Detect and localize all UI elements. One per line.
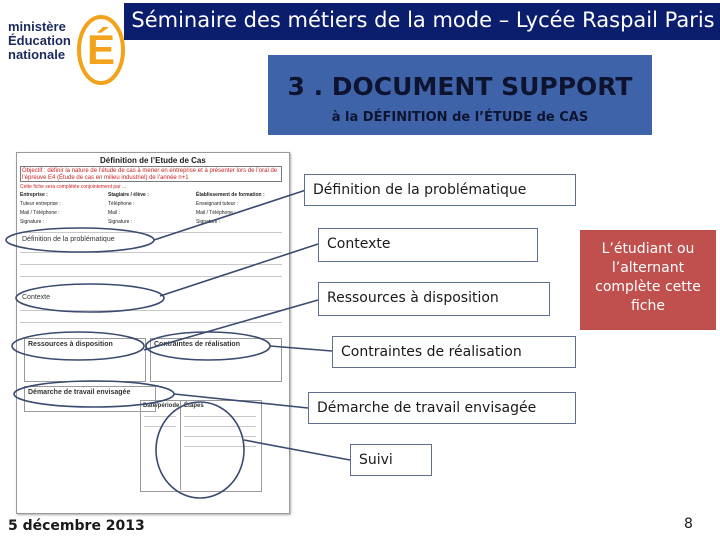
connector-demarche	[173, 393, 309, 409]
form-line	[20, 252, 282, 253]
logo-line: ministère	[8, 19, 66, 34]
section-subtitle: à la DÉFINITION de l’ÉTUDE de CAS	[331, 110, 589, 125]
section-banner	[268, 55, 652, 135]
form-title: Définition de l’Etude de Cas	[100, 156, 206, 165]
form-divider	[20, 232, 282, 233]
logo-letter: É	[87, 26, 115, 73]
footer-date: 5 décembre 2013	[8, 518, 145, 534]
form-label-suivi-steps: Étapes	[184, 403, 204, 409]
form-label-ressources: Ressources à disposition	[28, 341, 113, 348]
section-title: 3 . DOCUMENT SUPPORT	[287, 72, 633, 101]
page-number: 8	[684, 516, 693, 532]
form-line	[184, 416, 256, 417]
form-label-suivi-date: Date/période	[143, 403, 180, 409]
grid-cell: Mail / Téléphone :	[196, 210, 236, 216]
form-line	[20, 322, 282, 323]
highlight-ellipse-contraintes	[145, 331, 271, 361]
grid-cell: Tuteur entreprise :	[20, 201, 61, 207]
callout-suivi: Suivi	[350, 444, 432, 476]
grid-cell: Enseignant tuteur :	[196, 201, 238, 207]
form-box-demarche	[24, 386, 156, 412]
form-line	[20, 310, 282, 311]
grid-header: Établissement de formation :	[196, 192, 265, 198]
form-label-contexte: Contexte	[22, 294, 51, 301]
highlight-ellipse-ressources	[11, 331, 145, 361]
grid-cell: Mail :	[108, 210, 120, 216]
header-band	[124, 3, 720, 40]
education-logo-icon: É	[77, 15, 125, 85]
form-box-contraintes	[150, 338, 282, 382]
grid-cell: Signature :	[20, 219, 45, 225]
grid-cell: Mail / Téléphone :	[20, 210, 60, 216]
form-line	[144, 426, 176, 427]
form-line	[184, 446, 256, 447]
form-line	[144, 416, 176, 417]
form-objective: Objectif : définir la nature de l’étude …	[20, 166, 282, 182]
note-line: complète cette	[595, 279, 701, 295]
logo-line: Éducation	[8, 33, 71, 48]
form-label-contraintes: Contraintes de réalisation	[154, 341, 240, 348]
form-line	[20, 276, 282, 277]
form-line	[184, 436, 256, 437]
highlight-ellipse-contexte	[15, 283, 165, 313]
form-column-divider	[180, 400, 181, 490]
form-label-problematique: Définition de la problématique	[22, 236, 115, 243]
student-note: L’étudiant ou l’alternant complète cette…	[580, 230, 716, 330]
note-line: L’étudiant ou	[601, 241, 695, 257]
grid-header: Entreprise :	[20, 192, 48, 198]
highlight-ellipse-suivi	[155, 401, 245, 499]
grid-cell: Signature :	[108, 219, 133, 225]
connector-problematique	[153, 189, 307, 241]
form-box-suivi	[140, 400, 262, 492]
connector-ressources	[143, 299, 319, 351]
slide-header-title: Séminaire des métiers de la mode – Lycée…	[131, 8, 715, 32]
callout-demarche: Démarche de travail envisagée	[308, 392, 576, 424]
note-line: fiche	[630, 298, 665, 314]
grid-cell: Téléphone :	[108, 201, 135, 207]
connector-contexte	[159, 243, 319, 297]
connector-suivi	[243, 439, 351, 461]
form-label-demarche: Démarche de travail envisagée	[28, 389, 131, 396]
form-note: Cette fiche sera complétée conjointement…	[20, 184, 127, 190]
form-line	[20, 264, 282, 265]
logo-line: nationale	[8, 47, 66, 62]
callout-problematique: Définition de la problématique	[304, 174, 576, 206]
callout-ressources: Ressources à disposition	[318, 282, 550, 316]
form-line	[184, 426, 256, 427]
ministry-logo-text: ministère Éducation nationale	[8, 20, 72, 62]
highlight-ellipse-demarche	[13, 380, 175, 408]
callout-contraintes: Contraintes de réalisation	[332, 336, 576, 368]
callout-contexte: Contexte	[318, 228, 538, 262]
connector-contraintes	[269, 345, 333, 352]
highlight-ellipse-problematique	[5, 227, 155, 253]
form-contact-grid: Entreprise : Stagiaire / élève : Établis…	[20, 192, 282, 225]
grid-header: Stagiaire / élève :	[108, 192, 149, 198]
note-line: l’alternant	[611, 260, 685, 276]
